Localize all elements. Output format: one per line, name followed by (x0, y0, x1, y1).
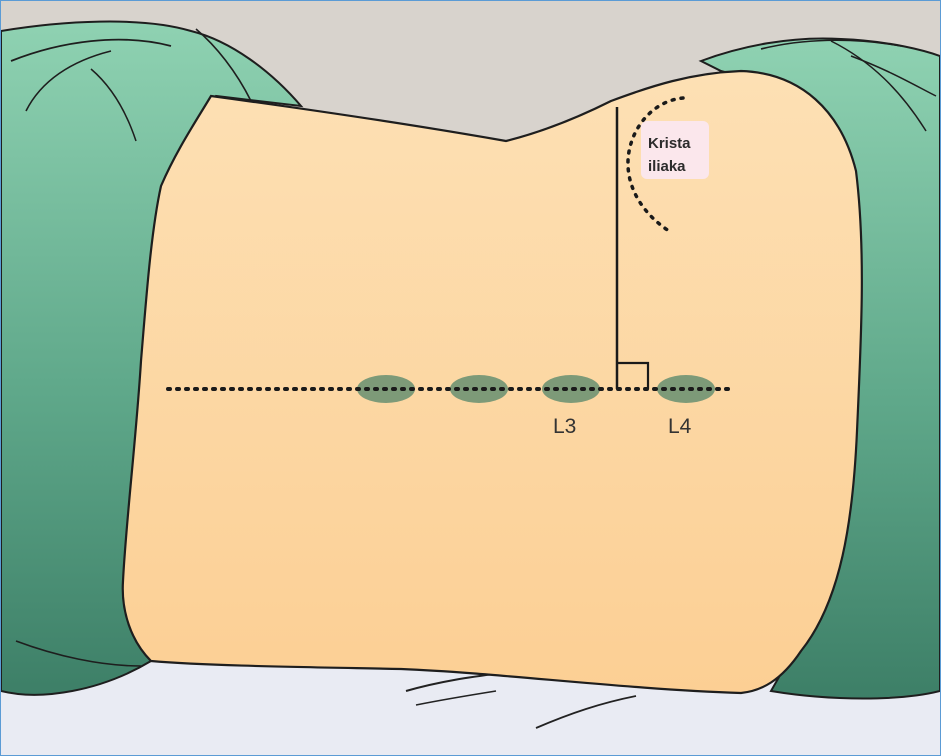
crest-label-line1: Krista (648, 135, 691, 152)
vertebra-l3-label: L3 (553, 415, 576, 438)
crest-label-line2: iliaka (648, 158, 686, 175)
vertebra-l4-label: L4 (668, 415, 692, 438)
